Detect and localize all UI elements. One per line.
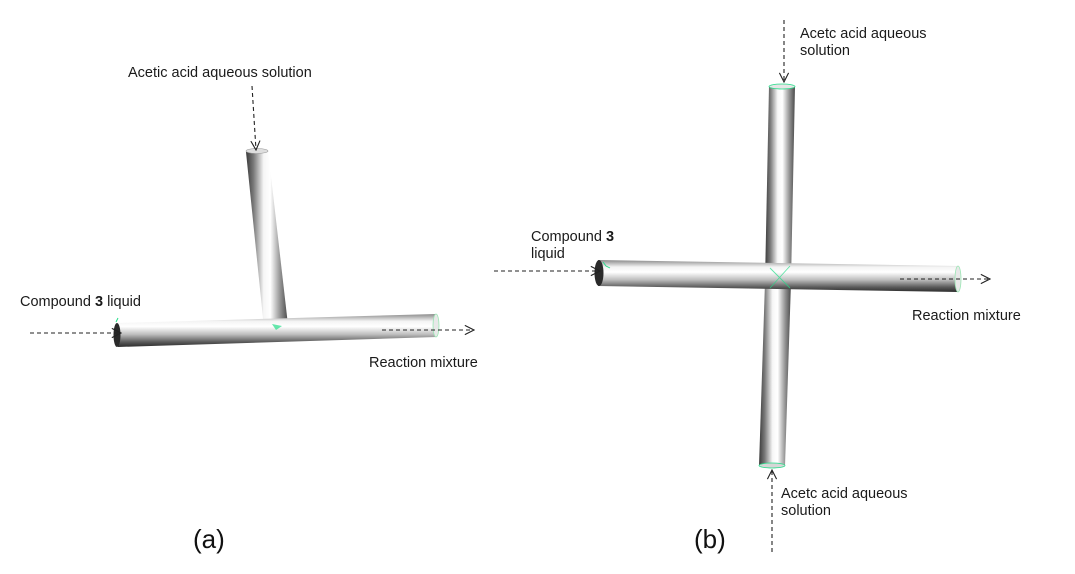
panel-a-label-acetic-acid-inlet: Acetic acid aqueous solution — [128, 65, 312, 81]
panel-a-inlet-top-arrow — [252, 85, 256, 150]
panel-b-compound-line2: liquid — [531, 246, 565, 262]
panel-a-label-reaction-mixture: Reaction mixture — [369, 355, 478, 371]
panel-a-branch-tube — [245, 148, 288, 328]
panel-b-label-compound-inlet: Compound 3 liquid — [531, 229, 614, 263]
panel-b-bottom-line1: Acetc acid aqueous — [781, 486, 908, 502]
panel-b-bottom-line2: solution — [781, 503, 831, 519]
panel-a-label-compound-inlet: Compound 3 liquid — [20, 294, 141, 311]
panel-b-compound-number: 3 — [605, 229, 615, 245]
panel-a-t-mixer — [30, 85, 474, 347]
panel-b-compound-prefix: Compound — [531, 229, 606, 245]
panel-b-cross-mixer — [494, 20, 990, 552]
panel-b-label-reaction-mixture: Reaction mixture — [912, 308, 1021, 324]
panel-a-compound-prefix: Compound — [20, 294, 95, 310]
panel-b-vertical-tube — [758, 83, 796, 469]
panel-b-caption: (b) — [694, 524, 726, 554]
panel-a-compound-suffix: liquid — [103, 294, 141, 310]
panel-b-top-line2: solution — [800, 43, 850, 59]
panel-a-caption: (a) — [193, 524, 225, 554]
panel-b-horizontal-tube — [594, 260, 962, 293]
panel-a-compound-number: 3 — [94, 294, 104, 310]
panel-b-label-acetic-acid-inlet-bottom: Acetc acid aqueous solution — [781, 486, 908, 520]
panel-b-top-line1: Acetc acid aqueous — [800, 26, 927, 42]
panel-b-label-acetic-acid-inlet-top: Acetc acid aqueous solution — [800, 26, 927, 60]
